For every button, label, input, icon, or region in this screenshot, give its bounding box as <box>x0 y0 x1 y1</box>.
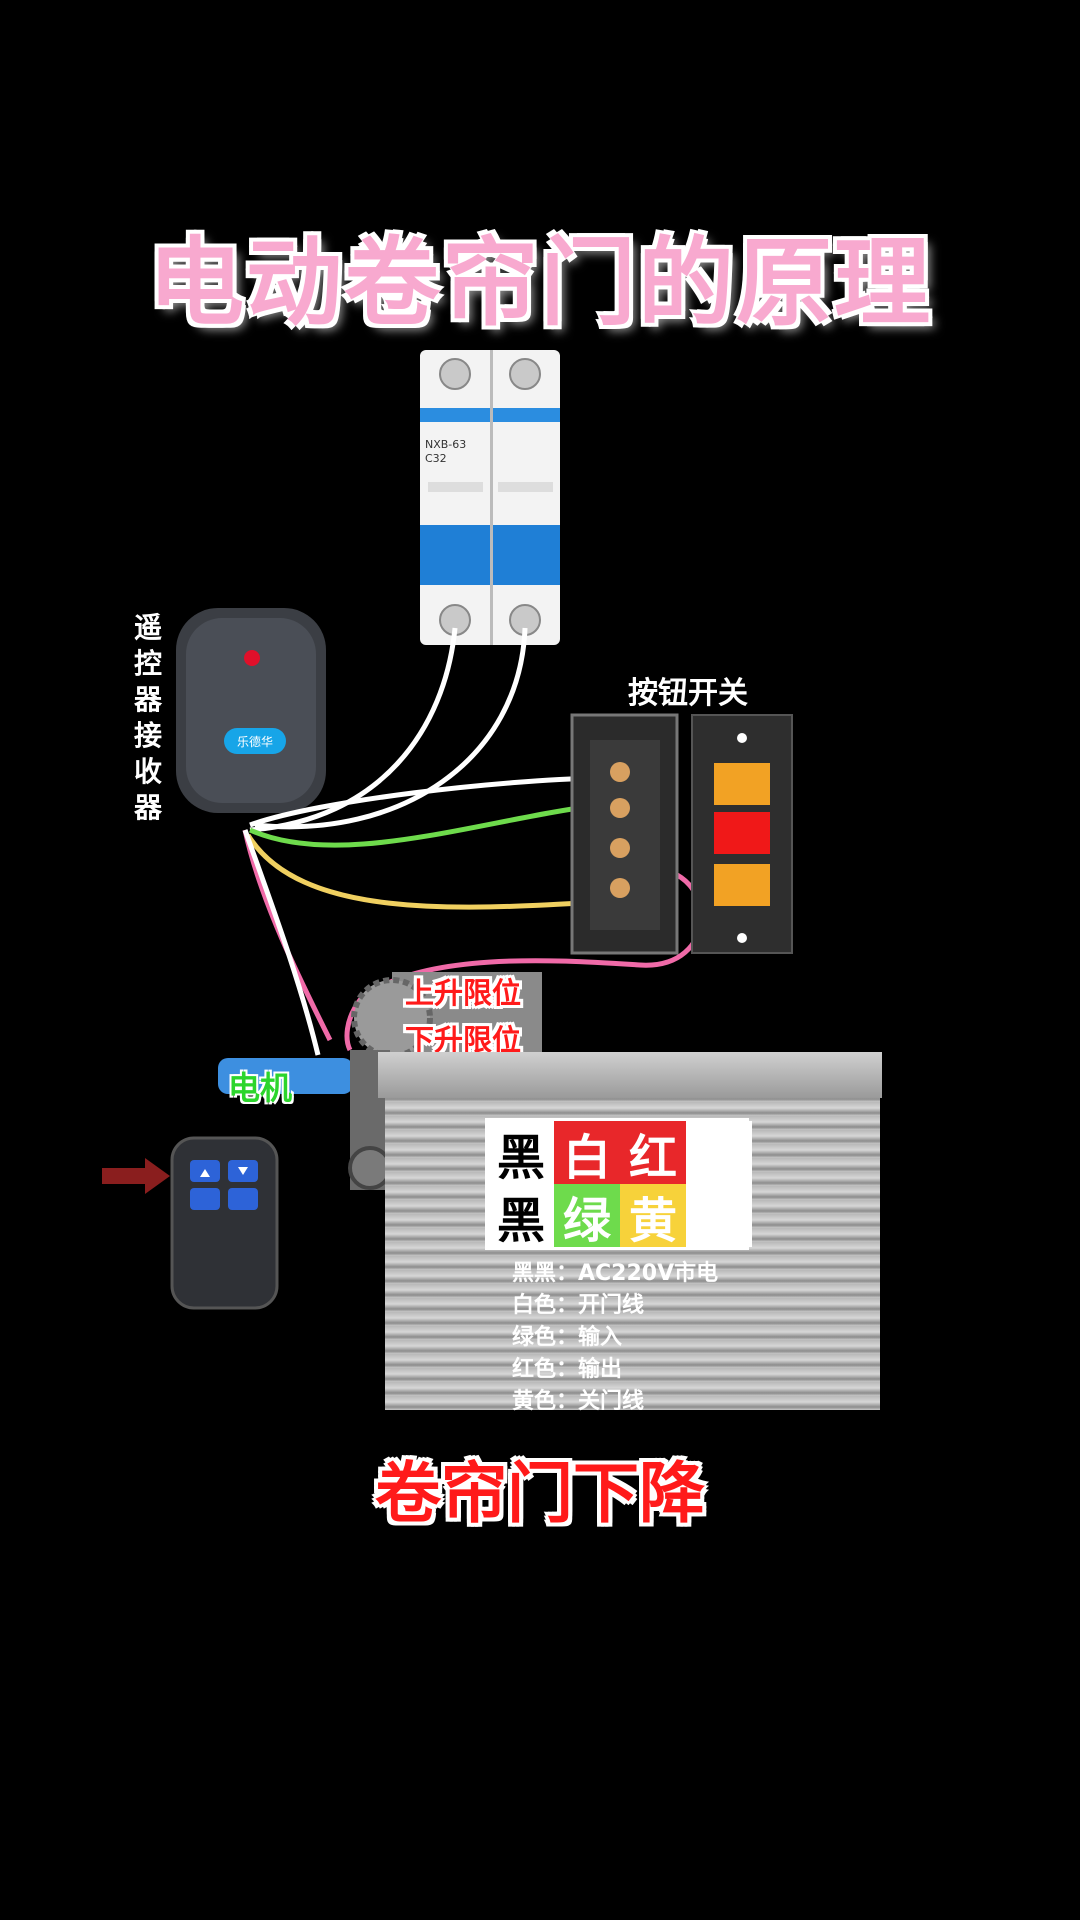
push-button-panel <box>691 714 793 954</box>
stop-button[interactable] <box>714 812 770 854</box>
legend-cell: 红 <box>620 1121 686 1186</box>
stop-square-button[interactable] <box>228 1188 258 1210</box>
legend-cell: 黄 <box>620 1184 686 1249</box>
down-button[interactable] <box>714 864 770 906</box>
remote-receiver: 乐德华 <box>176 608 326 813</box>
motor-label: 电机 <box>228 1069 293 1107</box>
receiver-brand: 乐德华 <box>237 734 273 749</box>
breaker-rating: C32 <box>425 452 447 465</box>
roller-door-top <box>378 1052 882 1098</box>
legend-note: 黑黑：AC220V市电 <box>512 1261 719 1286</box>
legend-cell: 黑 <box>488 1184 554 1249</box>
legend-note: 黄色：关门线 <box>512 1389 645 1414</box>
up-button[interactable] <box>714 763 770 805</box>
lower-limit-label: 下升限位 <box>405 1023 522 1057</box>
legend-note: 绿色：输入 <box>512 1325 623 1350</box>
legend-cell: 黑 <box>488 1121 554 1186</box>
legend-notes: 黑黑：AC220V市电 白色：开门线 绿色：输入 红色：输出 黄色：关门线 <box>512 1258 718 1418</box>
receiver-label: 遥控器接收器 <box>133 611 162 824</box>
bottom-caption: 卷帘门下降 <box>375 1455 705 1532</box>
legend-cell: 绿 <box>554 1184 620 1249</box>
page-title: 电动卷帘门的原理 <box>148 227 932 339</box>
legend-note: 红色：输出 <box>512 1357 623 1382</box>
arrow-right-icon <box>102 1158 170 1194</box>
legend-note: 白色：开门线 <box>512 1293 645 1318</box>
led-indicator-icon <box>244 650 260 666</box>
upper-limit-label: 上升限位 <box>405 976 522 1010</box>
legend-cell <box>686 1121 752 1184</box>
legend-cell <box>686 1184 752 1247</box>
limit-switch-gear <box>351 972 542 1059</box>
circuit-breaker: NXB-63 C32 <box>420 350 560 645</box>
switch-label: 按钮开关 <box>628 676 748 711</box>
breaker-model: NXB-63 <box>425 438 466 451</box>
terminal-block <box>570 713 679 955</box>
wire-color-legend: 黑 白 红 黑 绿 黄 <box>485 1118 752 1250</box>
lock-button[interactable] <box>190 1188 220 1210</box>
legend-cell: 白 <box>554 1121 620 1186</box>
remote-control <box>170 1136 279 1310</box>
